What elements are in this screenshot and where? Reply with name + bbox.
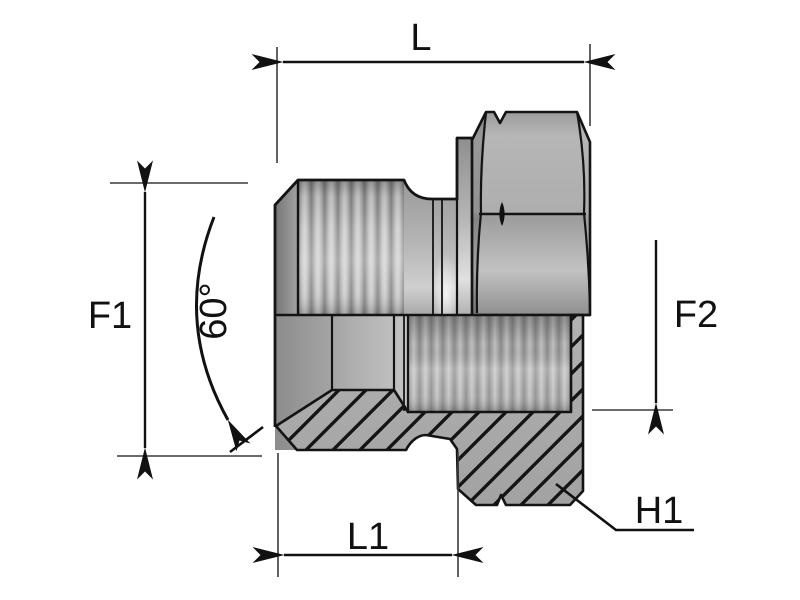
hex-facet-notch <box>499 202 505 226</box>
fitting-lower-section-view <box>273 313 590 507</box>
socket-edge-lines <box>273 315 410 427</box>
angle-arc <box>195 216 251 452</box>
hex-facet-edges <box>475 111 592 314</box>
section-cut-material <box>274 313 585 507</box>
label-male-thread: F1 <box>88 295 132 337</box>
fitting-upper-external-view <box>273 110 592 334</box>
upper-body-outline <box>273 136 472 315</box>
thread-end-chamfer-face <box>275 180 298 315</box>
section-hatching <box>276 315 583 505</box>
label-female-thread: F2 <box>674 294 718 336</box>
annotation-hex-size: H1 <box>555 482 694 532</box>
label-thread-length: L1 <box>347 516 389 558</box>
h1-leader-line <box>555 482 694 532</box>
label-hex-size: H1 <box>635 490 684 532</box>
collar-surface <box>457 138 472 315</box>
label-overall-length: L <box>410 17 431 59</box>
dimension-thread-length: L1 <box>252 452 484 577</box>
male-thread-shading <box>298 180 404 315</box>
upper-edge-lines <box>296 138 474 315</box>
angle-reference-tick <box>229 425 264 454</box>
female-thread-shading <box>408 315 571 412</box>
dimension-male-thread: F1 <box>88 160 262 480</box>
annotation-cone-angle: 60° <box>193 216 264 454</box>
dimension-female-thread: F2 <box>592 240 718 435</box>
label-cone-angle: 60° <box>193 282 235 339</box>
dimension-overall-length: L <box>251 17 616 163</box>
